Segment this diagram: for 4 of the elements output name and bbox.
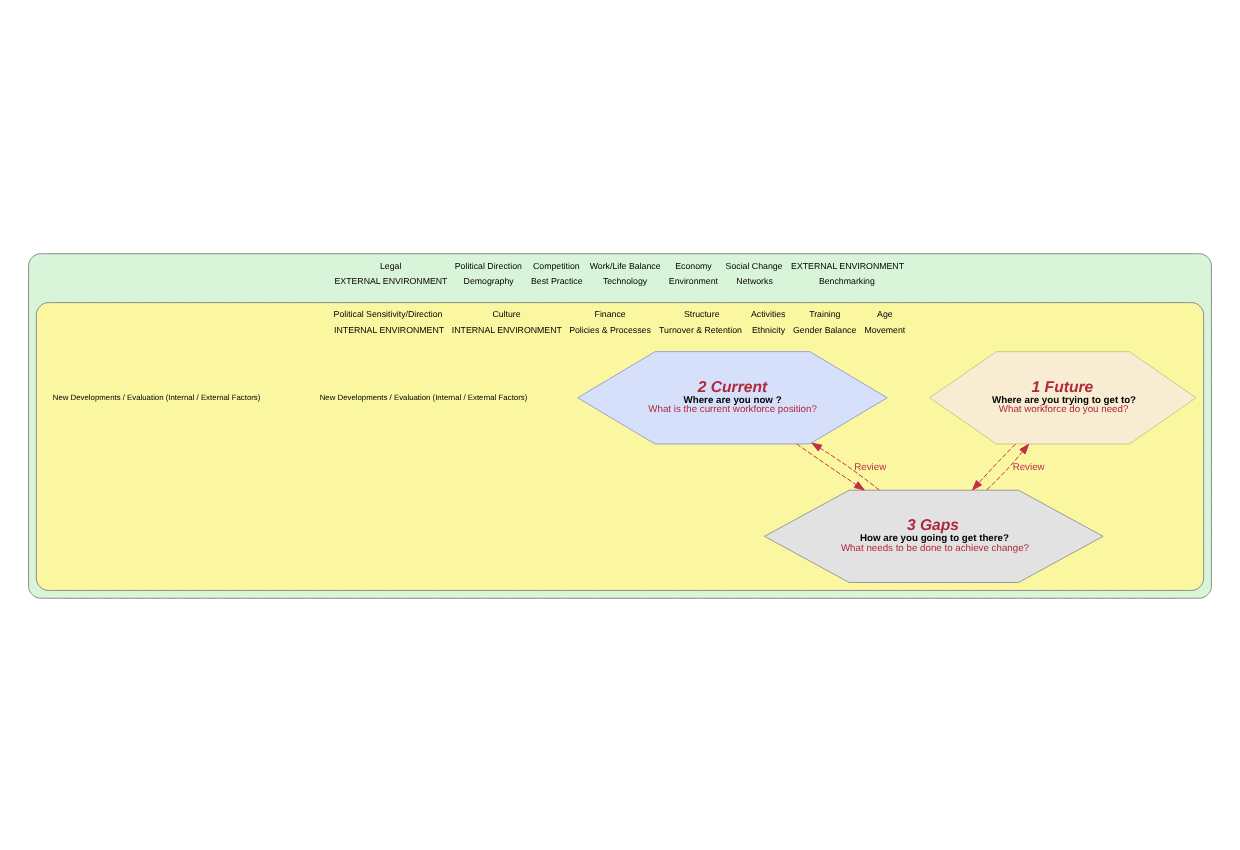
arrow — [972, 442, 1017, 490]
arrow — [796, 442, 865, 490]
arrow — [811, 441, 880, 490]
arrow — [986, 442, 1030, 490]
